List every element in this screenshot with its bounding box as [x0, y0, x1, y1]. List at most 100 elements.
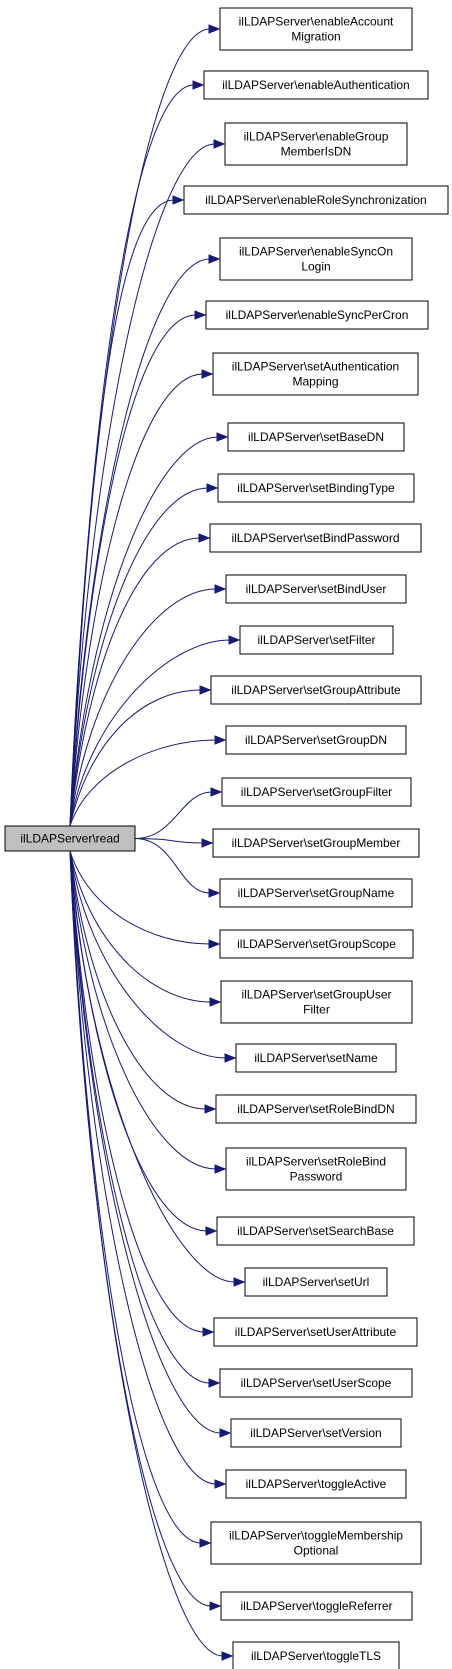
node-toggle-tls[interactable]: ilLDAPServer\toggleTLS	[232, 1641, 400, 1669]
node-set-group-dn[interactable]: ilLDAPServer\setGroupDN	[225, 725, 407, 755]
node-set-bind-password-label-1: ilLDAPServer\setBindPassword	[231, 531, 399, 545]
edge-to-set-base-dn	[69, 432, 229, 827]
edge-to-set-group-scope	[69, 850, 221, 949]
edge-to-set-bind-password-line	[69, 537, 201, 827]
edge-to-set-group-attribute-line	[69, 689, 202, 827]
node-set-version[interactable]: ilLDAPServer\setVersion	[230, 1418, 402, 1448]
node-set-filter-label-1: ilLDAPServer\setFilter	[257, 633, 375, 647]
edge-to-set-search-base	[69, 850, 218, 1236]
node-enable-group-member-is-dn-label-2: MemberIsDN	[281, 145, 352, 159]
node-set-search-base[interactable]: ilLDAPServer\setSearchBase	[216, 1216, 415, 1246]
edge-to-set-bind-user	[69, 584, 227, 827]
node-set-base-dn[interactable]: ilLDAPServer\setBaseDN	[227, 422, 405, 452]
edge-to-enable-group-member-is-dn-arrowhead	[213, 139, 226, 149]
node-read[interactable]: ilLDAPServer\read	[4, 825, 136, 852]
node-set-authentication-mapping-label-2: Mapping	[292, 375, 338, 389]
edge-to-enable-authentication-arrowhead	[192, 80, 205, 90]
edge-to-set-version	[69, 850, 232, 1438]
node-enable-sync-per-cron-label-1: ilLDAPServer\enableSyncPerCron	[226, 308, 409, 322]
node-set-bind-user[interactable]: ilLDAPServer\setBindUser	[225, 574, 407, 604]
edge-to-set-group-filter-line	[134, 791, 213, 839]
edge-to-set-name-line	[69, 850, 227, 1059]
node-toggle-active[interactable]: ilLDAPServer\toggleActive	[225, 1469, 407, 1499]
node-enable-authentication[interactable]: ilLDAPServer\enableAuthentication	[203, 70, 429, 100]
node-enable-sync-on-login-box	[219, 237, 413, 281]
node-enable-sync-on-login-label-2: Login	[301, 260, 330, 274]
node-set-group-name[interactable]: ilLDAPServer\setGroupName	[219, 878, 413, 908]
node-enable-role-synchronization[interactable]: ilLDAPServer\enableRoleSynchronization	[183, 185, 449, 215]
node-toggle-membership-optional-box	[210, 1521, 422, 1565]
node-set-group-filter-box	[221, 777, 412, 807]
edge-to-toggle-active	[69, 850, 227, 1489]
edge-to-enable-role-synchronization	[69, 195, 185, 827]
node-set-search-base-label-1: ilLDAPServer\setSearchBase	[237, 1224, 394, 1238]
node-set-role-bind-dn[interactable]: ilLDAPServer\setRoleBindDN	[215, 1094, 417, 1124]
node-set-group-scope[interactable]: ilLDAPServer\setGroupScope	[219, 929, 414, 959]
node-set-group-filter[interactable]: ilLDAPServer\setGroupFilter	[221, 777, 412, 807]
node-set-user-scope-label-1: ilLDAPServer\setUserScope	[241, 1376, 392, 1390]
node-set-binding-type-label-1: ilLDAPServer\setBindingType	[237, 481, 395, 495]
edge-to-set-user-scope	[69, 850, 221, 1388]
node-set-group-attribute[interactable]: ilLDAPServer\setGroupAttribute	[210, 675, 422, 705]
edge-to-set-version-arrowhead	[219, 1428, 232, 1438]
node-set-group-member-box	[212, 828, 420, 858]
node-enable-sync-per-cron[interactable]: ilLDAPServer\enableSyncPerCron	[205, 300, 429, 330]
edge-to-toggle-tls	[69, 850, 234, 1661]
node-enable-sync-per-cron-box	[205, 300, 429, 330]
node-set-url[interactable]: ilLDAPServer\setUrl	[244, 1267, 388, 1297]
edge-to-set-authentication-mapping-arrowhead	[201, 369, 214, 379]
node-set-name[interactable]: ilLDAPServer\setName	[235, 1043, 397, 1073]
edge-to-set-name	[69, 850, 237, 1063]
edge-to-enable-authentication-line	[69, 84, 195, 827]
node-set-group-member[interactable]: ilLDAPServer\setGroupMember	[212, 828, 420, 858]
node-enable-authentication-label-1: ilLDAPServer\enableAuthentication	[222, 78, 409, 92]
edge-to-set-version-line	[69, 850, 222, 1434]
edge-to-set-url	[69, 850, 246, 1287]
node-enable-account-migration-box	[219, 7, 413, 51]
edge-to-toggle-membership-optional-arrowhead	[199, 1538, 212, 1548]
node-set-group-attribute-box	[210, 675, 422, 705]
node-set-binding-type[interactable]: ilLDAPServer\setBindingType	[217, 473, 415, 503]
edge-to-set-bind-password-arrowhead	[198, 533, 211, 543]
edge-to-enable-account-migration	[69, 24, 221, 827]
edge-to-toggle-referrer-arrowhead	[209, 1601, 222, 1611]
edge-to-enable-group-member-is-dn	[69, 139, 226, 827]
edge-to-set-group-attribute	[69, 685, 212, 827]
node-set-group-user-filter-label-2: Filter	[303, 1003, 330, 1017]
node-set-group-name-label-1: ilLDAPServer\setGroupName	[238, 886, 395, 900]
node-enable-authentication-box	[203, 70, 429, 100]
edge-to-set-user-attribute-arrowhead	[202, 1327, 215, 1337]
edge-to-toggle-referrer-line	[69, 850, 212, 1607]
edge-to-set-base-dn-line	[69, 436, 219, 827]
edge-to-toggle-referrer	[69, 850, 222, 1611]
node-set-group-attribute-label-1: ilLDAPServer\setGroupAttribute	[231, 683, 401, 697]
node-set-user-attribute[interactable]: ilLDAPServer\setUserAttribute	[213, 1317, 418, 1347]
edges-layer	[69, 24, 246, 1661]
node-set-user-scope[interactable]: ilLDAPServer\setUserScope	[219, 1368, 413, 1398]
node-read-label-1: ilLDAPServer\read	[20, 832, 119, 846]
edge-to-set-binding-type	[69, 483, 219, 827]
node-set-bind-password[interactable]: ilLDAPServer\setBindPassword	[209, 523, 422, 553]
node-set-name-box	[235, 1043, 397, 1073]
node-enable-role-synchronization-box	[183, 185, 449, 215]
edge-to-set-group-dn-line	[69, 739, 217, 827]
node-set-search-base-box	[216, 1216, 415, 1246]
edge-to-set-bind-user-arrowhead	[214, 584, 227, 594]
edge-to-set-filter-line	[69, 639, 231, 827]
node-set-filter[interactable]: ilLDAPServer\setFilter	[239, 625, 394, 655]
edge-to-set-role-bind-dn-arrowhead	[204, 1104, 217, 1114]
edge-to-set-group-user-filter	[69, 850, 222, 1007]
node-toggle-active-label-1: ilLDAPServer\toggleActive	[246, 1477, 387, 1491]
edge-to-set-binding-type-line	[69, 487, 209, 827]
node-set-user-scope-box	[219, 1368, 413, 1398]
node-toggle-referrer[interactable]: ilLDAPServer\toggleReferrer	[220, 1591, 413, 1621]
node-set-user-attribute-box	[213, 1317, 418, 1347]
